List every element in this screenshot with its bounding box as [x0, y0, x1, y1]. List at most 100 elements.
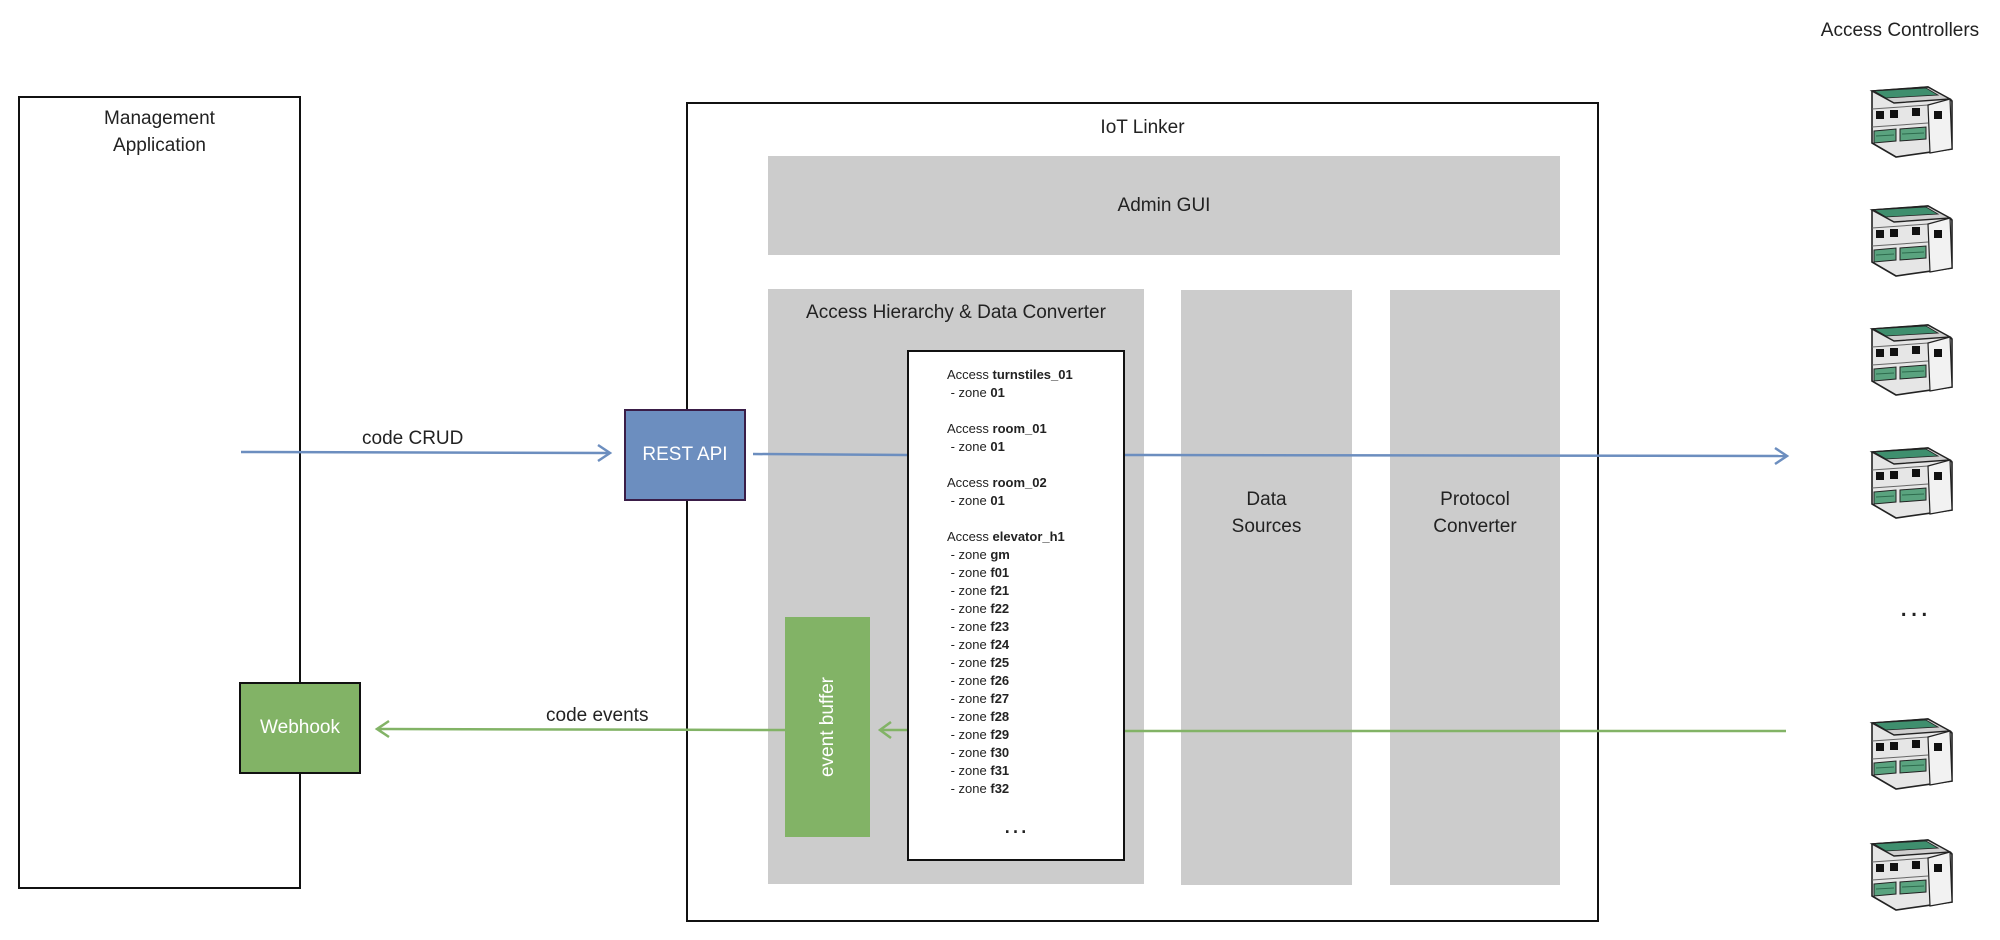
admin-gui-box: Admin GUI: [768, 156, 1560, 255]
access-hierarchy-title: Access Hierarchy & Data Converter: [806, 302, 1106, 323]
code-crud-label: code CRUD: [362, 428, 464, 449]
zone-id: f01: [990, 565, 1010, 580]
zone-prefix: - zone: [947, 637, 991, 652]
zone-id: f23: [990, 619, 1010, 634]
access-hierarchy-more: ...: [1003, 809, 1029, 839]
zone-entry: - zone 01: [947, 438, 1073, 456]
zone-entry: - zone f24: [947, 636, 1073, 654]
iot-linker-title: IoT Linker: [1100, 117, 1185, 138]
zone-id: f29: [990, 727, 1010, 742]
management-application-title-line1: Management: [104, 108, 215, 129]
access-controller-icon: [1869, 86, 1953, 158]
protocol-converter-line2: Converter: [1433, 516, 1517, 537]
access-name: elevator_h1: [992, 529, 1065, 544]
data-sources-line2: Sources: [1231, 516, 1302, 537]
zone-prefix: - zone: [947, 565, 991, 580]
zone-entry: - zone f29: [947, 726, 1073, 744]
zone-entry: - zone f31: [947, 762, 1073, 780]
access-group: Access room_01 - zone 01: [947, 420, 1073, 456]
access-name: room_01: [992, 421, 1047, 436]
code-crud-arrow-line: [240, 450, 609, 455]
access-prefix: Access: [947, 421, 993, 436]
rest-api-box: REST API: [624, 409, 746, 501]
management-application-title-line2: Application: [113, 135, 206, 156]
access-controller-icon: [1869, 839, 1953, 911]
zone-id: f32: [990, 781, 1010, 796]
hierarchy-to-controllers-line: [1124, 453, 1786, 458]
access-controller-icon: [1869, 718, 1953, 790]
zone-prefix: - zone: [947, 691, 991, 706]
webhook-box: Webhook: [239, 682, 361, 774]
rest-api-label: REST API: [642, 444, 728, 465]
zone-entry: - zone f32: [947, 780, 1073, 798]
zone-prefix: - zone: [947, 727, 991, 742]
zone-id: f26: [990, 673, 1010, 688]
zone-entry: - zone gm: [947, 546, 1073, 564]
access-group-header: Access room_01: [947, 420, 1073, 438]
data-sources-line1: Data: [1246, 489, 1287, 510]
zone-prefix: - zone: [947, 439, 991, 454]
code-crud-arrowhead: [597, 443, 613, 463]
zone-entry: - zone 01: [947, 492, 1073, 510]
access-group-header: Access room_02: [947, 474, 1073, 492]
event-buffer-box: event buffer: [785, 617, 870, 837]
zone-prefix: - zone: [947, 601, 991, 616]
zone-entry: - zone 01: [947, 384, 1073, 402]
event-buffer-arrowhead: [877, 720, 892, 740]
access-group: Access room_02 - zone 01: [947, 474, 1073, 510]
zone-entry: - zone f27: [947, 690, 1073, 708]
management-application-title: Management Application: [18, 105, 301, 159]
zone-id: f27: [990, 691, 1010, 706]
access-prefix: Access: [947, 475, 993, 490]
access-prefix: Access: [947, 367, 993, 382]
zone-prefix: - zone: [947, 493, 991, 508]
zone-id: f24: [990, 637, 1010, 652]
zone-prefix: - zone: [947, 655, 991, 670]
management-application-box: [18, 96, 301, 889]
zone-prefix: - zone: [947, 745, 991, 760]
zone-id: f25: [990, 655, 1010, 670]
protocol-converter-box: Protocol Converter: [1390, 290, 1560, 885]
data-sources-box: Data Sources: [1181, 290, 1352, 885]
zone-id: 01: [990, 385, 1005, 400]
zone-id: f31: [990, 763, 1010, 778]
iot-linker-box: [686, 102, 1599, 922]
zone-id: gm: [990, 547, 1010, 562]
access-controllers-title: Access Controllers: [1820, 20, 1980, 41]
access-controller-icon: [1869, 447, 1953, 519]
access-group-header: Access turnstiles_01: [947, 366, 1073, 384]
access-controller-icon: [1869, 205, 1953, 277]
data-sources-label: Data Sources: [1181, 486, 1352, 540]
protocol-converter-line1: Protocol: [1440, 489, 1510, 510]
rest-to-hierarchy-line: [752, 452, 908, 457]
zone-prefix: - zone: [947, 763, 991, 778]
zone-id: f30: [990, 745, 1010, 760]
zone-entry: - zone f23: [947, 618, 1073, 636]
zone-id: 01: [990, 439, 1005, 454]
zone-prefix: - zone: [947, 673, 991, 688]
zone-entry: - zone f30: [947, 744, 1073, 762]
protocol-converter-label: Protocol Converter: [1390, 486, 1560, 540]
access-prefix: Access: [947, 529, 993, 544]
zone-prefix: - zone: [947, 619, 991, 634]
zone-entry: - zone f22: [947, 600, 1073, 618]
code-events-arrowhead: [374, 719, 390, 739]
zone-id: f21: [990, 583, 1010, 598]
controllers-arrowhead: [1774, 446, 1790, 466]
zone-entry: - zone f21: [947, 582, 1073, 600]
webhook-label: Webhook: [260, 717, 340, 738]
zone-prefix: - zone: [947, 547, 991, 562]
zone-entry: - zone f28: [947, 708, 1073, 726]
access-group: Access turnstiles_01 - zone 01: [947, 366, 1073, 402]
access-group-header: Access elevator_h1: [947, 528, 1073, 546]
admin-gui-label: Admin GUI: [1117, 194, 1211, 216]
zone-id: 01: [990, 493, 1005, 508]
zone-prefix: - zone: [947, 709, 991, 724]
access-controller-icon: [1869, 324, 1953, 396]
zone-prefix: - zone: [947, 781, 991, 796]
zone-prefix: - zone: [947, 385, 991, 400]
zone-id: f28: [990, 709, 1010, 724]
